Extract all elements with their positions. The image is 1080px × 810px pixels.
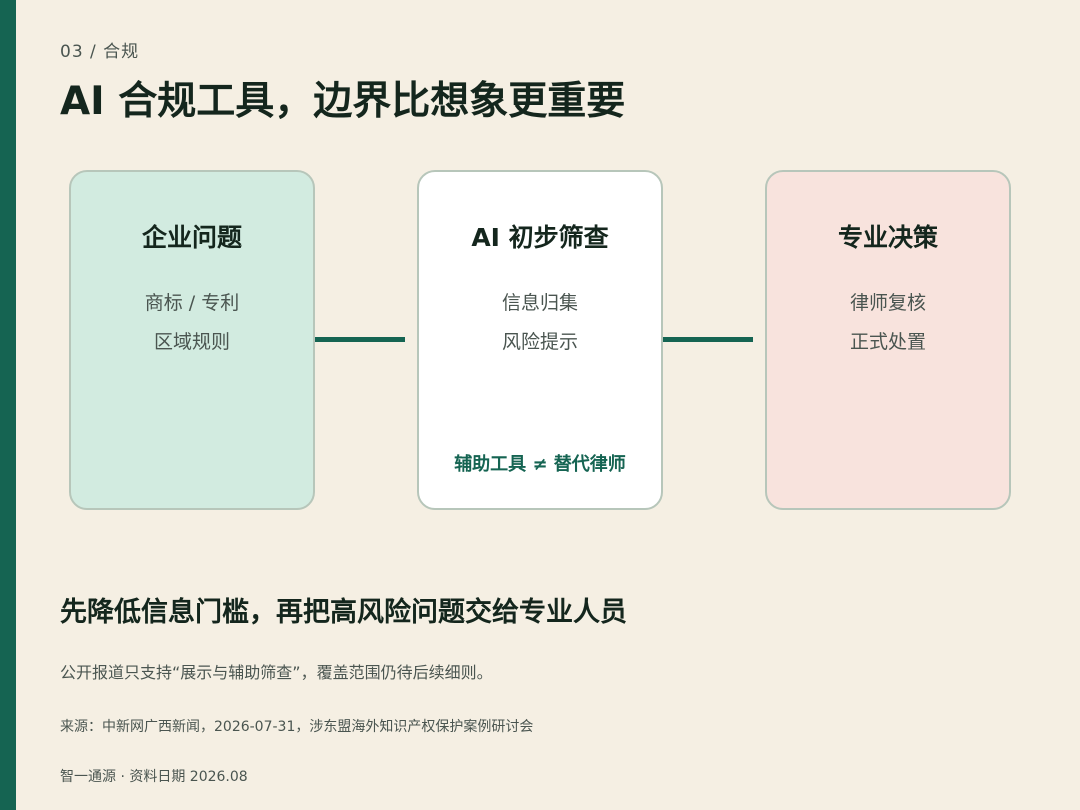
footer: 智一通源 · 资料日期 2026.08 [60, 769, 248, 785]
card-enterprise-issue: 企业问题 商标 / 专利 区域规则 [69, 170, 315, 510]
card-line: 区域规则 [153, 331, 230, 353]
card-line: 风险提示 [501, 331, 578, 353]
card-line: 律师复核 [849, 292, 926, 314]
connector-line [663, 337, 753, 342]
card-ai-screening: AI 初步筛查 信息归集 风险提示 辅助工具 ≠ 替代律师 [417, 170, 663, 510]
page-title: AI 合规工具，边界比想象更重要 [60, 79, 626, 124]
connector-line [315, 337, 405, 342]
source-citation: 来源：中新网广西新闻，2026-07-31，涉东盟海外知识产权保护案例研讨会 [60, 719, 534, 735]
card-title: 企业问题 [141, 223, 242, 252]
card-note: 辅助工具 ≠ 替代律师 [454, 454, 626, 475]
card-professional-decision: 专业决策 律师复核 正式处置 [765, 170, 1011, 510]
section-label: 03 / 合规 [60, 42, 140, 62]
card-title: 专业决策 [837, 223, 938, 252]
headline: 先降低信息门槛，再把高风险问题交给专业人员 [60, 597, 627, 628]
card-line: 正式处置 [849, 331, 926, 353]
card-line: 信息归集 [501, 292, 578, 314]
accent-side-bar [0, 0, 16, 810]
body-text: 公开报道只支持“展示与辅助筛查”，覆盖范围仍待后续细则。 [60, 663, 493, 682]
card-title: AI 初步筛查 [471, 223, 609, 252]
card-line: 商标 / 专利 [144, 292, 240, 314]
